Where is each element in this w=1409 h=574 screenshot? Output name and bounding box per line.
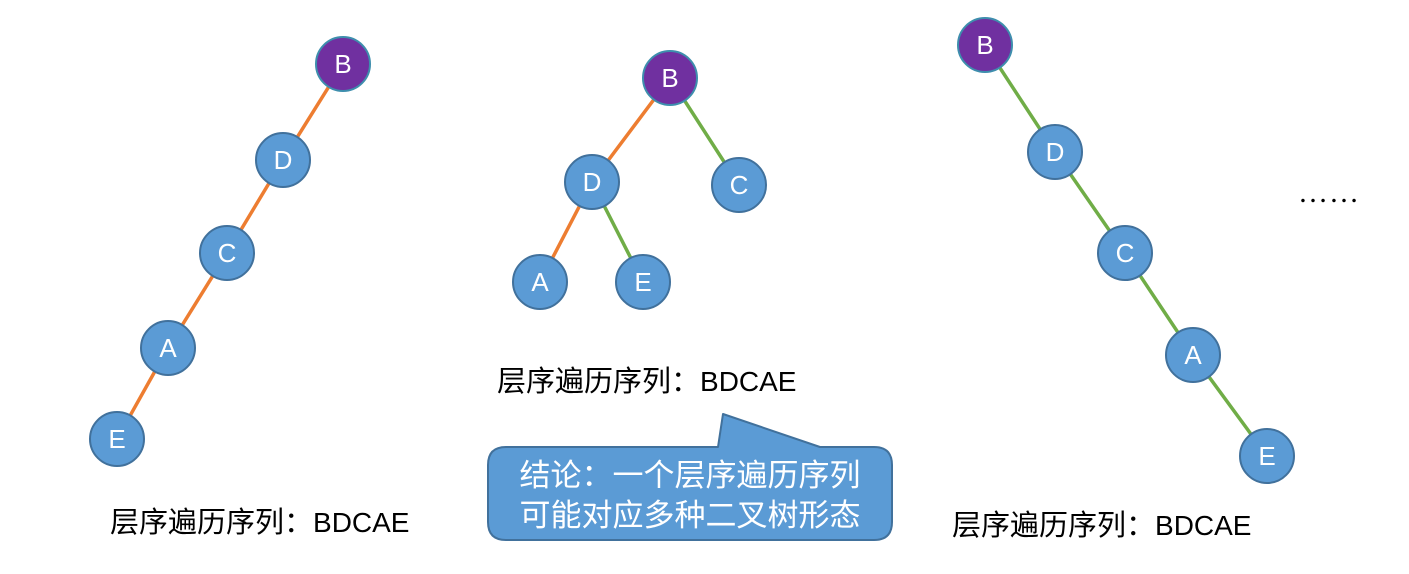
tree-node-label-C: C bbox=[730, 170, 749, 200]
tree-node-label-E: E bbox=[108, 424, 125, 454]
tree-node-label-C: C bbox=[218, 238, 237, 268]
tree-node-label-E: E bbox=[634, 267, 651, 297]
tree-node-B bbox=[957, 17, 1013, 73]
tree-balanced: B D C A E bbox=[512, 50, 767, 310]
caption-middle-sequence: BDCAE bbox=[700, 366, 797, 397]
tree-node-A bbox=[512, 254, 568, 310]
tree-node-label-B: B bbox=[976, 30, 993, 60]
tree-node-D bbox=[255, 132, 311, 188]
tree-node-label-A: A bbox=[531, 267, 549, 297]
conclusion-line-2: 可能对应多种二叉树形态 bbox=[520, 498, 861, 533]
tree-node-E bbox=[1239, 428, 1295, 484]
tree-node-label-B: B bbox=[334, 49, 351, 79]
tree-left-skewed: B D C A E bbox=[89, 36, 371, 467]
tree-node-A bbox=[140, 320, 196, 376]
caption-right-sequence: BDCAE bbox=[1155, 510, 1252, 541]
tree-node-B bbox=[642, 50, 698, 106]
more-trees-ellipsis: …… bbox=[1298, 176, 1360, 209]
caption-left-label: 层序遍历序列： bbox=[110, 507, 314, 539]
tree-node-label-A: A bbox=[1184, 340, 1202, 370]
conclusion-callout-bubble bbox=[487, 413, 893, 541]
caption-right-label: 层序遍历序列： bbox=[952, 510, 1156, 542]
tree-node-label-E: E bbox=[1258, 441, 1275, 471]
conclusion-line-1: 结论：一个层序遍历序列 bbox=[520, 458, 861, 493]
tree-node-A bbox=[1165, 327, 1221, 383]
caption-middle-label: 层序遍历序列： bbox=[497, 366, 701, 398]
tree-node-label-D: D bbox=[1046, 137, 1065, 167]
tree-node-label-D: D bbox=[274, 145, 293, 175]
tree-node-C bbox=[1097, 225, 1153, 281]
tree-node-label-B: B bbox=[661, 63, 678, 93]
tree-node-E bbox=[615, 254, 671, 310]
tree-node-D bbox=[1027, 124, 1083, 180]
caption-left-tree: 层序遍历序列：BDCAE bbox=[110, 506, 409, 541]
caption-left-sequence: BDCAE bbox=[313, 507, 410, 538]
tree-node-B bbox=[315, 36, 371, 92]
tree-node-D bbox=[564, 154, 620, 210]
tree-node-label-A: A bbox=[159, 333, 177, 363]
tree-node-label-C: C bbox=[1116, 238, 1135, 268]
tree-node-C bbox=[199, 225, 255, 281]
tree-node-label-D: D bbox=[583, 167, 602, 197]
tree-right-skewed: B D C A E bbox=[957, 17, 1295, 484]
caption-middle-tree: 层序遍历序列：BDCAE bbox=[497, 365, 796, 400]
caption-right-tree: 层序遍历序列：BDCAE bbox=[952, 509, 1251, 544]
conclusion-callout: 结论：一个层序遍历序列 可能对应多种二叉树形态 bbox=[487, 413, 893, 541]
tree-node-E bbox=[89, 411, 145, 467]
tree-node-C bbox=[711, 157, 767, 213]
